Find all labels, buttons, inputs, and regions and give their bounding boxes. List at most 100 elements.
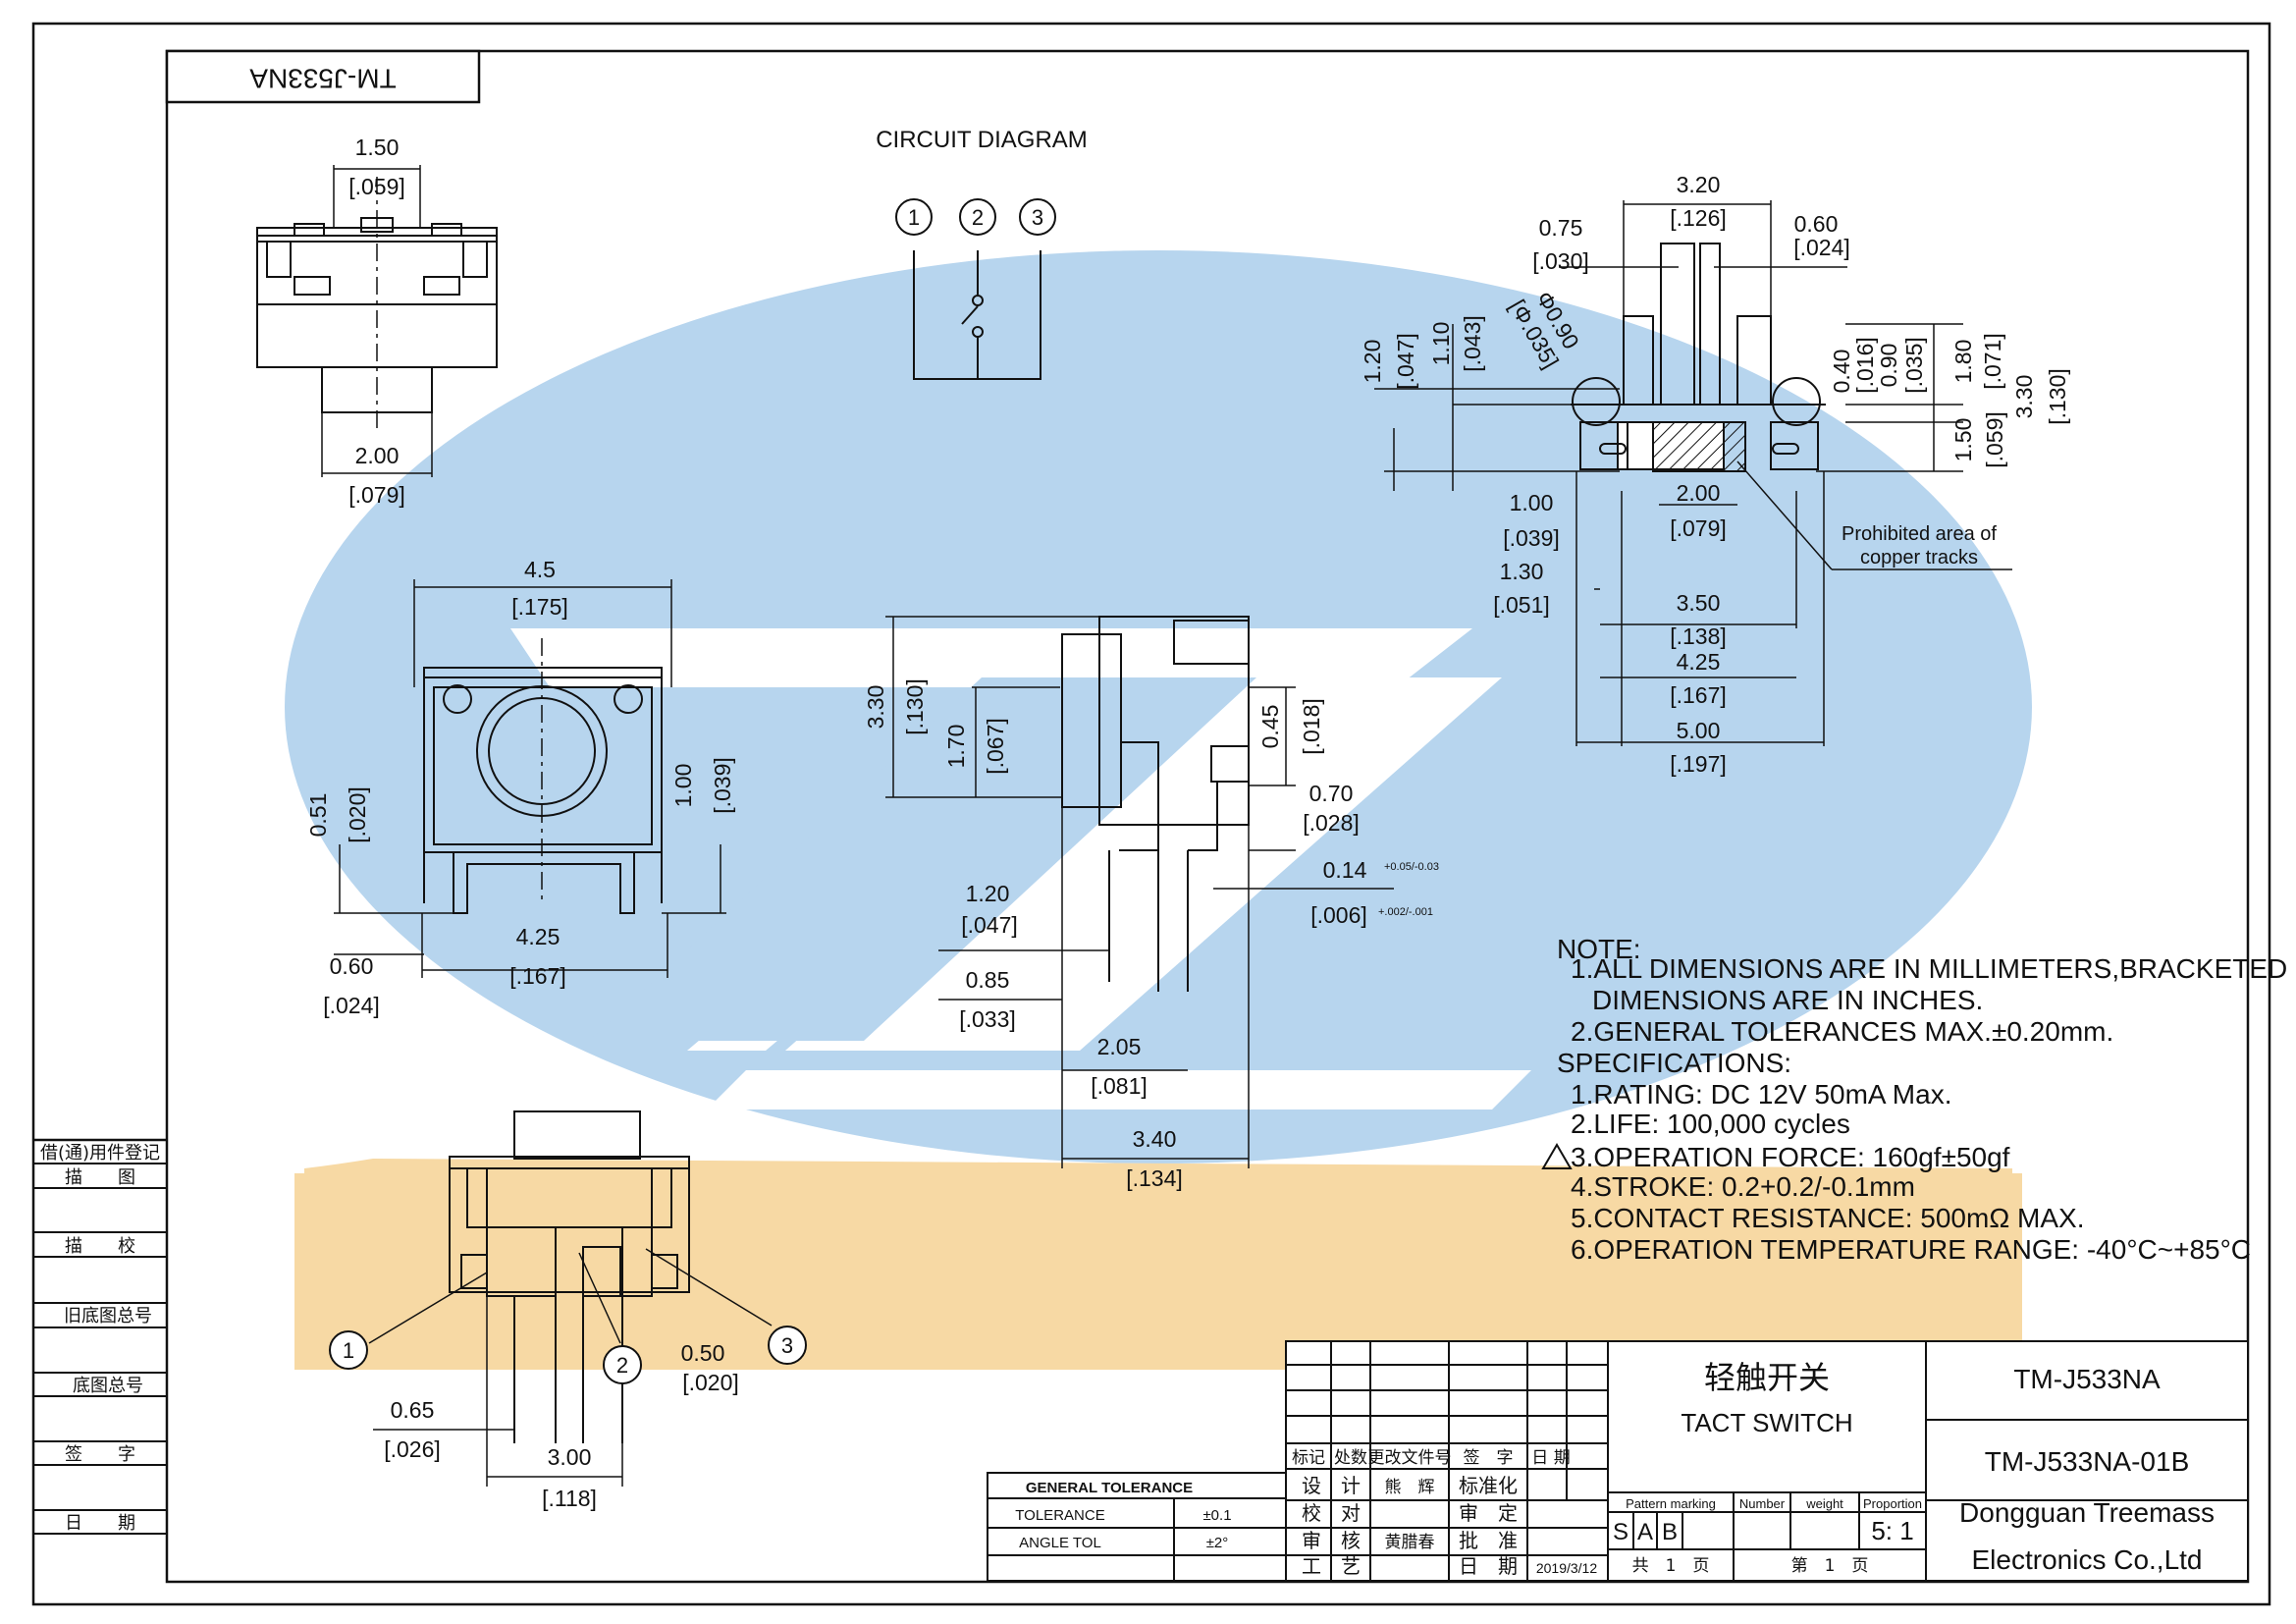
svg-text:描 图: 描 图 — [65, 1167, 135, 1188]
title-block-text: GENERAL TOLERANCE TOLERANCE ±0.1 ANGLE T… — [1015, 1359, 2215, 1578]
svg-text:签 字: 签 字 — [1464, 1448, 1514, 1468]
circuit-diagram: CIRCUIT DIAGRAM 1 2 3 — [876, 127, 1088, 380]
svg-text:TACT SWITCH: TACT SWITCH — [1681, 1408, 1852, 1437]
svg-text:0.51: 0.51 — [305, 793, 331, 838]
side-view — [885, 616, 1394, 1168]
svg-text:ANGLE TOL: ANGLE TOL — [1019, 1535, 1101, 1551]
svg-text:0.60: 0.60 — [1794, 211, 1839, 237]
svg-text:TM-J533NA: TM-J533NA — [249, 64, 397, 94]
svg-text:[.030]: [.030] — [1532, 248, 1589, 274]
svg-text:1.50: 1.50 — [355, 135, 400, 160]
svg-text:Electronics Co.,Ltd: Electronics Co.,Ltd — [1972, 1544, 2203, 1575]
svg-text:3.40: 3.40 — [1133, 1126, 1177, 1152]
svg-text:1.ALL DIMENSIONS ARE IN MILLIM: 1.ALL DIMENSIONS ARE IN MILLIMETERS,BRAC… — [1571, 953, 2287, 984]
svg-text:1: 1 — [343, 1338, 354, 1363]
svg-text:[.028]: [.028] — [1303, 810, 1360, 836]
svg-text:3.50: 3.50 — [1677, 590, 1721, 616]
svg-text:0.90: 0.90 — [1876, 344, 1901, 388]
svg-text:2.GENERAL TOLERANCES MAX.±0.20: 2.GENERAL TOLERANCES MAX.±0.20mm. — [1571, 1016, 2113, 1047]
svg-text:Pattern marking: Pattern marking — [1626, 1496, 1716, 1511]
bottom-view-dims: 0.65 [.026] 3.00 [.118] 0.50 [.020] — [384, 1340, 739, 1511]
svg-text:标准化: 标准化 — [1459, 1474, 1518, 1497]
svg-text:更改文件号: 更改文件号 — [1368, 1448, 1452, 1468]
svg-text:1.00: 1.00 — [670, 764, 696, 808]
svg-text:[.118]: [.118] — [542, 1486, 597, 1511]
svg-text:4.5: 4.5 — [524, 557, 556, 582]
svg-text:1.20: 1.20 — [966, 881, 1010, 906]
svg-text:1.20: 1.20 — [1360, 340, 1385, 384]
svg-text:Prohibited area of: Prohibited area of — [1842, 523, 1997, 545]
svg-text:0.85: 0.85 — [966, 967, 1010, 993]
svg-text:处数: 处数 — [1334, 1448, 1367, 1468]
svg-text:[.059]: [.059] — [348, 174, 405, 199]
svg-text:copper tracks: copper tracks — [1860, 547, 1978, 568]
svg-text:±0.1: ±0.1 — [1202, 1507, 1231, 1524]
watermark-logo — [285, 250, 2032, 1370]
svg-text:TM-J533NA-01B: TM-J533NA-01B — [1985, 1446, 2190, 1477]
svg-text:日 期: 日 期 — [65, 1513, 135, 1534]
svg-text:[.016]: [.016] — [1852, 337, 1878, 394]
svg-text:[.130]: [.130] — [2045, 368, 2070, 425]
svg-text:轻触开关: 轻触开关 — [1704, 1359, 1830, 1396]
svg-text:共 1 页: 共 1 页 — [1632, 1556, 1710, 1576]
svg-text:0.60: 0.60 — [330, 953, 374, 979]
svg-text:[.020]: [.020] — [682, 1370, 739, 1395]
svg-text:Dongguan Treemass: Dongguan Treemass — [1959, 1497, 2215, 1528]
svg-text:+0.05/-0.03: +0.05/-0.03 — [1384, 861, 1439, 873]
svg-text:2.05: 2.05 — [1097, 1034, 1142, 1059]
svg-text:NOTE:: NOTE: — [1557, 934, 1641, 964]
svg-text:5.CONTACT RESISTANCE: 500mΩ MA: 5.CONTACT RESISTANCE: 500mΩ MAX. — [1571, 1203, 2084, 1233]
svg-text:4.25: 4.25 — [1677, 649, 1721, 675]
svg-text:[.067]: [.067] — [983, 718, 1008, 775]
svg-text:2.LIFE: 100,000 cycles: 2.LIFE: 100,000 cycles — [1571, 1109, 1850, 1139]
top-view-dims: 1.50 [.059] 2.00 [.079] — [348, 135, 405, 508]
svg-text:审 核: 审 核 — [1302, 1529, 1361, 1552]
svg-text:[.059]: [.059] — [1982, 411, 2007, 468]
svg-text:[.167]: [.167] — [509, 963, 566, 989]
svg-text:[.039]: [.039] — [710, 757, 735, 814]
part-label-top: TM-J533NA — [165, 49, 481, 104]
svg-text:[.035]: [.035] — [1901, 337, 1927, 394]
svg-text:[.079]: [.079] — [1670, 515, 1727, 541]
svg-text:1.10: 1.10 — [1428, 322, 1454, 366]
svg-text:设 计: 设 计 — [1302, 1474, 1361, 1497]
title-block — [987, 1340, 2249, 1582]
svg-text:2.00: 2.00 — [355, 443, 400, 468]
svg-text:3: 3 — [781, 1333, 793, 1358]
svg-text:[.024]: [.024] — [323, 993, 380, 1018]
top-view — [256, 165, 498, 477]
svg-text:DIMENSIONS ARE IN INCHES.: DIMENSIONS ARE IN INCHES. — [1592, 985, 1983, 1015]
bottom-view — [368, 1110, 773, 1487]
svg-text:0.40: 0.40 — [1829, 350, 1854, 394]
svg-text:签 字: 签 字 — [65, 1444, 135, 1465]
svg-text:[.081]: [.081] — [1091, 1073, 1148, 1099]
svg-text:±2°: ±2° — [1206, 1535, 1229, 1551]
svg-text:Number: Number — [1739, 1496, 1786, 1511]
svg-text:0.65: 0.65 — [391, 1397, 435, 1423]
side-view-dims: 3.30 [.130] 1.70 [.067] 0.45 [.018] 0.70… — [863, 678, 1439, 1191]
svg-text:A: A — [1637, 1519, 1653, 1545]
svg-text:校 对: 校 对 — [1302, 1501, 1361, 1525]
svg-text:4.25: 4.25 — [516, 924, 561, 949]
svg-text:GENERAL TOLERANCE: GENERAL TOLERANCE — [1026, 1480, 1193, 1496]
svg-text:底图总号: 底图总号 — [73, 1376, 143, 1396]
svg-text:2: 2 — [972, 205, 984, 230]
svg-text:TOLERANCE: TOLERANCE — [1015, 1507, 1104, 1524]
svg-text:S: S — [1613, 1519, 1629, 1545]
svg-text:黄腊春: 黄腊春 — [1385, 1533, 1435, 1552]
svg-text:1.70: 1.70 — [943, 725, 969, 769]
svg-text:0.70: 0.70 — [1309, 781, 1354, 806]
svg-text:1: 1 — [908, 205, 920, 230]
svg-text:0.45: 0.45 — [1257, 705, 1283, 749]
svg-text:[.079]: [.079] — [348, 482, 405, 508]
svg-text:审 定: 审 定 — [1459, 1501, 1518, 1525]
svg-text:0.14: 0.14 — [1323, 857, 1367, 883]
svg-text:[.024]: [.024] — [1793, 235, 1850, 260]
pcb-layout-dims: 3.20 [.126] 0.75 [.030] 0.60 [.024] 1.20… — [1360, 172, 2070, 777]
svg-text:[.134]: [.134] — [1126, 1165, 1183, 1191]
svg-text:[.018]: [.018] — [1299, 698, 1324, 755]
front-view — [334, 579, 726, 978]
svg-text:[.006]: [.006] — [1310, 902, 1367, 928]
svg-text:[.126]: [.126] — [1670, 205, 1727, 231]
svg-text:2: 2 — [616, 1353, 628, 1378]
